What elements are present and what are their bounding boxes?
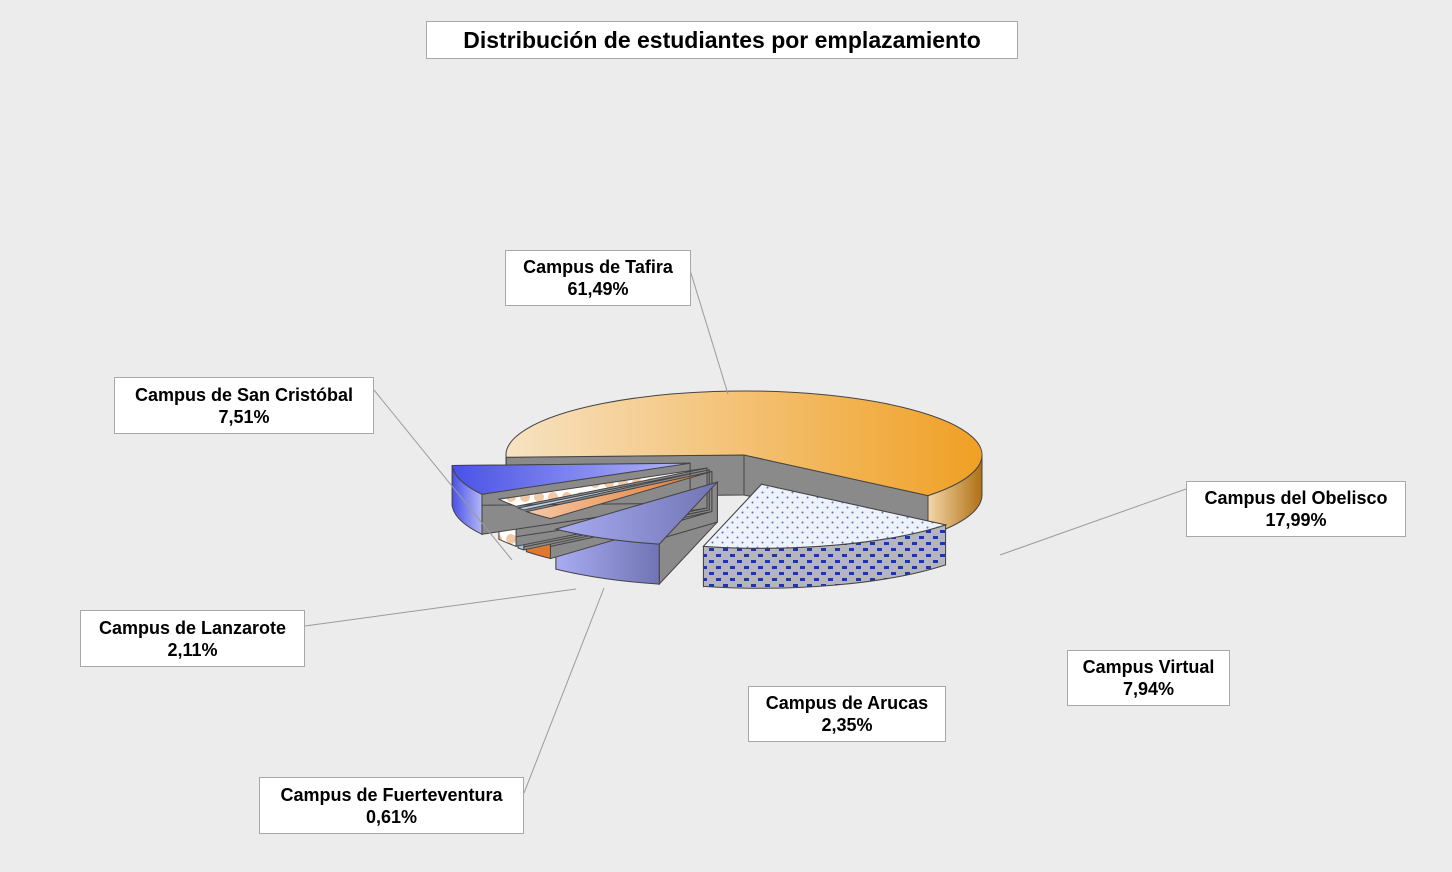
slice-name: Campus de Tafira (523, 257, 673, 277)
slice-percent: 17,99% (1265, 510, 1327, 530)
data-label-tafira: Campus de Tafira 61,49% (505, 250, 691, 306)
slice-percent: 2,35% (821, 715, 873, 735)
chart-title: Distribución de estudiantes por emplazam… (426, 21, 1018, 59)
slice-tafira (505, 390, 983, 497)
slice-name: Campus del Obelisco (1204, 488, 1388, 508)
slice-virtual (553, 481, 719, 545)
slice-percent: 2,11% (167, 639, 218, 660)
slice-name: Campus Virtual (1082, 657, 1215, 677)
leader-line-tafira (689, 269, 729, 395)
slice-percent: 61,49% (567, 279, 629, 299)
slice-name: Campus de Fuerteventura (280, 784, 503, 805)
data-label-san-cristobal: Campus de San Cristóbal 7,51% (114, 377, 374, 434)
data-label-lanzarote: Campus de Lanzarote 2,11% (80, 610, 305, 667)
data-label-arucas: Campus de Arucas 2,35% (748, 686, 946, 742)
slice-name: Campus de Arucas (765, 693, 929, 713)
slice-name: Campus de San Cristóbal (134, 384, 354, 405)
data-label-virtual: Campus Virtual 7,94% (1067, 650, 1230, 706)
leader-line-obelisco (999, 488, 1187, 556)
data-label-obelisco: Campus del Obelisco 17,99% (1186, 481, 1406, 537)
slice-percent: 0,61% (365, 806, 418, 827)
slice-percent: 7,94% (1122, 679, 1175, 699)
data-label-fuerteventura: Campus de Fuerteventura 0,61% (259, 777, 524, 834)
slice-fuerteventura (516, 469, 710, 511)
slice-arucas (524, 471, 712, 520)
slice-name: Campus de Lanzarote (98, 617, 287, 638)
leader-lines (304, 269, 1187, 794)
leader-line-lanzarote (304, 588, 577, 627)
slice-obelisco (702, 483, 948, 549)
leader-line-san-cristobal (373, 389, 513, 561)
leader-line-fuerteventura (523, 587, 605, 794)
slice-tops (451, 390, 983, 549)
slice-percent: 7,51% (218, 406, 270, 427)
slice-san-cristobal (451, 462, 691, 495)
slice-lanzarote (497, 467, 708, 507)
